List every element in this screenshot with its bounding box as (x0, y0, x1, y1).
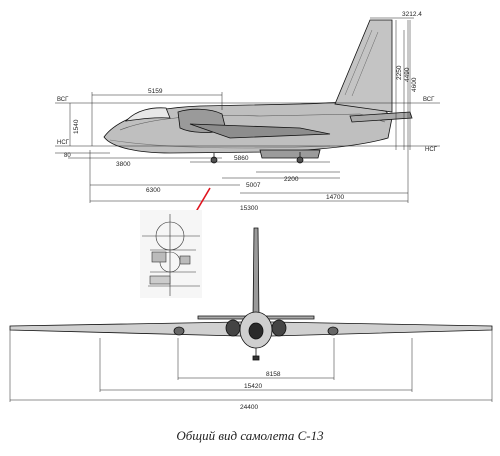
dim-5860: 5860 (234, 155, 249, 162)
dim-5007: 5007 (246, 182, 261, 189)
front-outboard-pod-left (173, 326, 185, 336)
dim-track: 8158 (266, 371, 281, 378)
dim-span-total: 24400 (240, 404, 258, 411)
side-dimension-lines (55, 17, 440, 203)
label-vsg-right: ВСГ (423, 97, 435, 103)
dim-6300: 6300 (146, 187, 161, 194)
front-nacelle-right (271, 319, 287, 337)
dim-4490: 4490 (404, 67, 411, 82)
dim-3800: 3800 (116, 161, 131, 168)
label-vsg-left: ВСГ (57, 97, 69, 103)
front-nacelle-left (225, 319, 241, 337)
dim-4600: 4600 (411, 77, 418, 92)
dim-1540: 1540 (73, 119, 80, 134)
front-view (9, 227, 493, 361)
dim-80: 80 (64, 153, 71, 159)
side-dimension-labels: 3212.4 5159 ВСГ НСГ ВСГ НСГ 80 1540 3800… (57, 11, 438, 212)
front-fin (252, 227, 260, 319)
detail-callout (140, 187, 211, 298)
dim-top-length: 5159 (148, 88, 163, 95)
dim-15300: 15300 (240, 205, 258, 212)
figure-caption: Общий вид самолета С-13 (176, 428, 324, 443)
dim-14700: 14700 (326, 194, 344, 201)
dim-2250: 2250 (396, 65, 403, 80)
label-nsg-left: НСГ (57, 140, 70, 146)
front-dimension-labels: 8158 15420 24400 (240, 371, 281, 411)
belly-fairing (259, 149, 321, 159)
front-outboard-pod-right (327, 326, 339, 336)
label-nsg-right: НСГ (425, 147, 438, 153)
wing-side (189, 123, 331, 139)
dim-tail-height: 3212.4 (402, 11, 422, 18)
tail-fin (334, 19, 393, 113)
horizontal-tail (349, 111, 413, 123)
detail-inset (140, 210, 202, 298)
dim-span-inner: 15420 (244, 383, 262, 390)
dim-2200: 2200 (284, 176, 299, 183)
side-view (103, 19, 413, 164)
canopy (124, 107, 171, 122)
front-dimension-lines (9, 330, 493, 402)
